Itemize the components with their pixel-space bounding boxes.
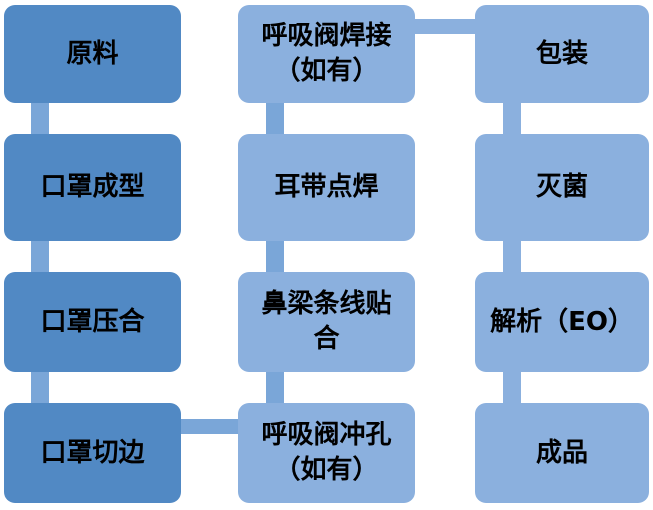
node-sterilization-label: 灭菌 xyxy=(535,172,588,203)
node-sterilization[interactable]: 灭菌 xyxy=(475,134,649,241)
node-earloop-welding-label: 耳带点焊 xyxy=(274,172,379,203)
connector-column1-row1-row2 xyxy=(31,103,49,134)
node-raw-material[interactable]: 原料 xyxy=(4,5,181,103)
connector-column2-row1-to-column3-row1 xyxy=(412,19,478,34)
connector-column3-row2-row3 xyxy=(503,241,521,272)
node-valve-punching[interactable]: 呼吸阀冲孔 （如有） xyxy=(238,403,415,503)
node-nosebar-attach[interactable]: 鼻梁条线贴 合 xyxy=(238,272,415,372)
connector-column3-row1-row2 xyxy=(503,103,521,134)
node-nosebar-attach-label: 鼻梁条线贴 合 xyxy=(261,289,392,354)
node-valve-punching-label: 呼吸阀冲孔 （如有） xyxy=(261,420,392,485)
node-packaging-label: 包装 xyxy=(535,38,588,69)
node-mask-trimming-label: 口罩切边 xyxy=(40,437,145,468)
node-mask-forming-label: 口罩成型 xyxy=(40,172,145,203)
node-finished-product[interactable]: 成品 xyxy=(475,403,649,503)
node-valve-welding[interactable]: 呼吸阀焊接 （如有） xyxy=(238,5,415,103)
node-mask-pressing[interactable]: 口罩压合 xyxy=(4,272,181,372)
node-mask-forming[interactable]: 口罩成型 xyxy=(4,134,181,241)
node-finished-product-label: 成品 xyxy=(535,437,588,468)
connector-column1-row2-row3 xyxy=(31,241,49,272)
connector-column1-row4-to-column2-row4 xyxy=(176,419,242,434)
connector-column2-row2-row3 xyxy=(266,241,284,272)
node-earloop-welding[interactable]: 耳带点焊 xyxy=(238,134,415,241)
node-mask-pressing-label: 口罩压合 xyxy=(40,306,145,337)
node-eo-desorption-label: 解析（EO） xyxy=(490,306,634,337)
node-mask-trimming[interactable]: 口罩切边 xyxy=(4,403,181,503)
connector-column2-row1-row2 xyxy=(266,103,284,134)
node-valve-welding-label: 呼吸阀焊接 （如有） xyxy=(261,21,392,86)
connector-column1-row3-row4 xyxy=(31,372,49,403)
connector-column3-row3-row4 xyxy=(503,372,521,403)
node-packaging[interactable]: 包装 xyxy=(475,5,649,103)
node-eo-desorption[interactable]: 解析（EO） xyxy=(475,272,649,372)
node-raw-material-label: 原料 xyxy=(66,38,119,69)
connector-column2-row3-row4 xyxy=(266,372,284,403)
